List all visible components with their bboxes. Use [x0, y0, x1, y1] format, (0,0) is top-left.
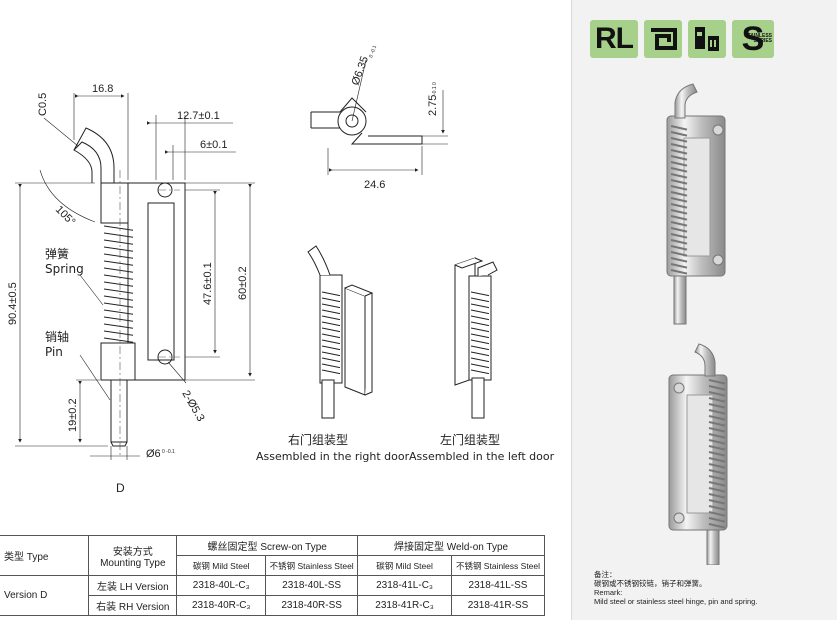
- dim-2-75-tol: -0.1 0: [432, 82, 438, 95]
- weld-ss-header: 不锈钢 Stainless Steel: [450, 555, 546, 576]
- screw-ss-header: 不锈钢 Stainless Steel: [265, 555, 359, 576]
- dim-24-6: 24.6: [364, 179, 385, 191]
- hinge-photo-top: [666, 83, 726, 325]
- table-row: Version D 左装 LH Version 2318-40L-C₃ 2318…: [0, 575, 546, 616]
- rl-badge: RL: [590, 20, 638, 58]
- dim-hole: 2-Ø5.3: [179, 389, 206, 424]
- spring-label-en: Spring: [45, 262, 84, 276]
- left-door-caption-cn: 左门组装型: [440, 432, 500, 447]
- right-door-caption-en: Assembled in the right door: [256, 450, 410, 463]
- mount-header-cn: 安装方式: [112, 546, 153, 558]
- dim-chamfer: C0.5: [37, 93, 49, 116]
- right-door-caption-cn: 右门组装型: [288, 432, 348, 447]
- remark-cn-title: 备注：: [594, 570, 617, 579]
- technical-drawing: C0.5 16.8 12.7±0.1 6±0.1 105° 90.4±0.5 4…: [7, 44, 555, 495]
- dim-19: 19±0.2: [67, 398, 79, 432]
- weld-mount-icon: [688, 20, 726, 58]
- product-panel: RL S STAINLESS SERIES: [571, 0, 837, 620]
- part-number-cell: 2318-41R-C₃: [357, 595, 452, 616]
- part-number-cell: 2318-41L-SS: [450, 575, 546, 596]
- part-number-cell: 2318-40R-SS: [265, 595, 359, 616]
- dim-angle: 105°: [53, 204, 78, 229]
- part-number-cell: 2318-40L-C₃: [176, 575, 267, 596]
- stainless-badge: S STAINLESS SERIES: [732, 20, 774, 58]
- type-header: 类型 Type: [0, 535, 90, 576]
- dim-47-6: 47.6±0.1: [202, 262, 214, 305]
- spec-table: 类型 Type 安装方式 Mounting Type 螺丝固定型 Screw-o…: [0, 535, 546, 616]
- remark-en-title: Remark:: [594, 588, 623, 597]
- view-label-d: D: [116, 481, 125, 495]
- spring-label-cn: 弹簧: [45, 246, 69, 261]
- mount-header: 安装方式 Mounting Type: [88, 535, 178, 576]
- hinge-photo-bottom: [668, 343, 728, 565]
- dim-6-35: Ø6.35: [350, 55, 372, 87]
- dim-90-4: 90.4±0.5: [7, 282, 19, 325]
- part-number-cell: 2318-40L-SS: [265, 575, 359, 596]
- stainless-badge-letter: S: [741, 19, 765, 58]
- dim-6: 6±0.1: [200, 139, 227, 151]
- dim-2-75: 2.75: [427, 95, 439, 116]
- stainless-badge-text: STAINLESS SERIES: [744, 33, 772, 44]
- weld-mild-header: 碳钢 Mild Steel: [357, 555, 452, 576]
- screw-header: 螺丝固定型 Screw-on Type: [176, 535, 359, 556]
- remark: 备注： 碳钢或不锈钢铰链，销子和弹簧。 Remark: Mild steel o…: [594, 570, 834, 606]
- dim-pin-tol: 0 -0.1: [162, 449, 175, 455]
- part-number-cell: 2318-41R-SS: [450, 595, 546, 616]
- screw-mild-header: 碳钢 Mild Steel: [176, 555, 267, 576]
- weld-header: 焊接固定型 Weld-on Type: [357, 535, 545, 556]
- dim-6-35-tol: 0 -0.1: [368, 44, 378, 58]
- certification-badges: RL S STAINLESS SERIES: [590, 20, 774, 58]
- dim-16-8: 16.8: [92, 83, 113, 95]
- dim-12-7: 12.7±0.1: [177, 110, 220, 122]
- screw-mount-icon: [644, 20, 682, 58]
- left-door-caption-en: Assembled in the left door: [409, 450, 555, 463]
- mount-cell: 右装 RH Version: [88, 595, 178, 616]
- remark-cn-text: 碳钢或不锈钢铰链，销子和弹簧。: [594, 579, 707, 588]
- mount-cell: 左装 LH Version: [88, 575, 178, 596]
- part-number-cell: 2318-41L-C₃: [357, 575, 452, 596]
- pin-label-en: Pin: [45, 345, 63, 359]
- version-cell: Version D: [0, 575, 90, 616]
- pin-label-cn: 销轴: [45, 329, 69, 344]
- mount-header-en: Mounting Type: [100, 557, 166, 569]
- part-number-cell: 2318-40R-C₃: [176, 595, 267, 616]
- dim-60: 60±0.2: [237, 266, 249, 300]
- dim-pin-dia: Ø6: [146, 448, 161, 460]
- table-row: 右装 RH Version 2318-40R-C₃ 2318-40R-SS 23…: [0, 595, 546, 616]
- remark-en-text: Mild steel or stainless steel hinge, pin…: [594, 597, 758, 606]
